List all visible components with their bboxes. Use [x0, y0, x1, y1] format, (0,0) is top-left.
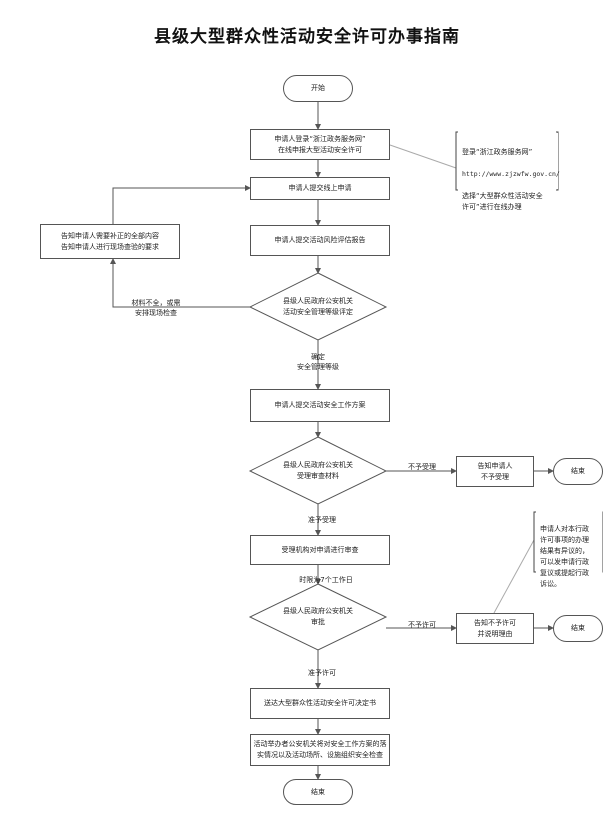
end-label-1: 结束 [571, 467, 585, 475]
note-login-line1: 登录“浙江政务服务网” [462, 148, 533, 156]
box-submit-plan: 申请人提交活动安全工作方案 [250, 389, 390, 422]
label-time-limit: 时限为7个工作日 [299, 576, 353, 584]
box-agency-review: 受理机构对申请进行审查 [250, 535, 390, 565]
label-accepted: 准予受理 [308, 516, 336, 524]
note-login-bracket-right [556, 131, 559, 191]
diamond-approve [248, 583, 388, 651]
diamond-accept-text: 县级人民政府公安机关 受理审查材料 [262, 454, 374, 488]
diamond-accept-review [248, 436, 388, 505]
end-label-3: 结束 [311, 787, 325, 796]
note-online-login: 登录“浙江政务服务网” http://www.zjzwfw.gov.cn/ 选择… [458, 133, 560, 211]
end-terminal-1: 结束 [553, 458, 603, 485]
box-submit-risk: 申请人提交活动风险评估报告 [250, 225, 390, 256]
note-login-line2: 选择“大型群众性活动安全 许可”进行在线办理 [462, 192, 543, 211]
diamond-approve-label: 县级人民政府公安机关 审批 [283, 607, 353, 626]
box-notify-deny: 告知不予许可 并说明理由 [456, 613, 534, 644]
label-permit: 准予许可 [308, 669, 336, 677]
note-login-url: http://www.zjzwfw.gov.cn/ [462, 170, 560, 178]
diamond-assess-text: 县级人民政府公安机关 活动安全管理等级评定 [262, 290, 374, 324]
label-determine: 确定 安全管理等级 [297, 353, 339, 371]
label-deny: 不予许可 [408, 621, 436, 629]
box-submit-risk-text: 申请人提交活动风险评估报告 [274, 236, 366, 244]
page-title: 县级大型群众性活动安全许可办事指南 [154, 27, 460, 47]
box-submit-plan-text: 申请人提交活动安全工作方案 [274, 401, 366, 409]
note-appeal-bracket [533, 511, 536, 573]
box-notify-reject-accept: 告知申请人 不予受理 [456, 456, 534, 487]
box-supplement-text: 告知申请人需要补正的全部内容 告知申请人进行现场查验的要求 [61, 231, 159, 251]
box-notify-deny-text: 告知不予许可 并说明理由 [474, 618, 516, 638]
box-login-text: 申请人登录“浙江政务服务网” 在线申报大型活动安全许可 [274, 134, 366, 154]
box-inspect: 活动举办者公安机关将对安全工作方案的落 实情况以及活动场所、设施组织安全检查 [250, 734, 390, 766]
note-appeal-text: 申请人对本行政 许可事项的办理 结果有异议的， 可以发申请行政 复议或提起行政 … [540, 525, 589, 588]
diamond-approve-text: 县级人民政府公安机关 审批 [262, 600, 374, 634]
start-label: 开始 [311, 84, 325, 92]
arrow-supplement-submit [112, 185, 251, 224]
note-login-bracket [455, 131, 458, 191]
box-deliver-text: 送达大型群众性活动安全许可决定书 [264, 699, 376, 707]
label-incomplete: 材料不全，或需 安排现场检查 [131, 299, 181, 317]
label-reject-accept: 不予受理 [408, 463, 436, 471]
box-inspect-text: 活动举办者公安机关将对安全工作方案的落 实情况以及活动场所、设施组织安全检查 [253, 740, 387, 759]
connector-deny-appeal [493, 539, 535, 614]
box-submit-online: 申请人提交线上申请 [250, 177, 390, 200]
box-submit-online-text: 申请人提交线上申请 [288, 184, 352, 192]
box-notify-reject-accept-text: 告知申请人 不予受理 [477, 461, 513, 481]
diamond-assess-label: 县级人民政府公安机关 活动安全管理等级评定 [283, 297, 353, 316]
diamond-assess-level [248, 272, 388, 341]
box-login: 申请人登录“浙江政务服务网” 在线申报大型活动安全许可 [250, 129, 390, 160]
note-appeal: 申请人对本行政 许可事项的办理 结果有异议的， 可以发申请行政 复议或提起行政 … [536, 510, 602, 588]
box-deliver: 送达大型群众性活动安全许可决定书 [250, 688, 390, 719]
box-agency-review-text: 受理机构对申请进行审查 [281, 545, 359, 554]
diamond-accept-label: 县级人民政府公安机关 受理审查材料 [283, 461, 353, 480]
end-label-2: 结束 [571, 624, 585, 632]
end-terminal-3: 结束 [283, 779, 353, 805]
connector-login-note [389, 144, 457, 169]
start-terminal: 开始 [283, 75, 353, 102]
end-terminal-2: 结束 [553, 615, 603, 642]
arrow-assess-supplement [110, 258, 250, 308]
box-supplement: 告知申请人需要补正的全部内容 告知申请人进行现场查验的要求 [40, 224, 180, 259]
